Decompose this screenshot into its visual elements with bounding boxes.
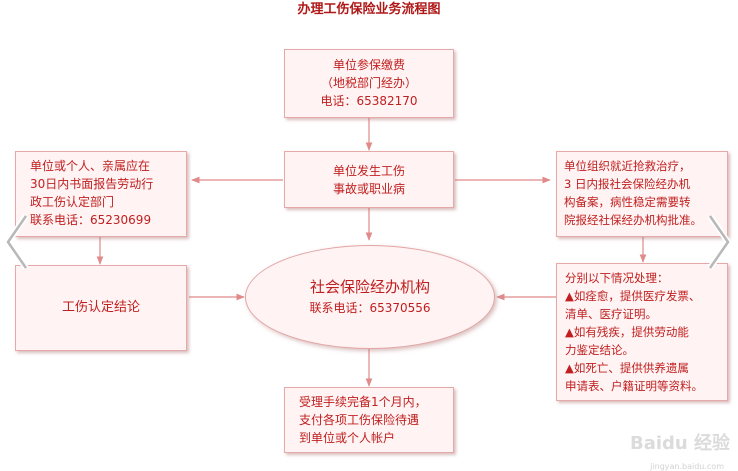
watermark-logo: Baidu 经验 xyxy=(629,433,730,454)
node-conclusion: 工伤认定结论 xyxy=(15,265,187,351)
node-payout-line-3: 到单位或个人帐户 xyxy=(299,431,396,445)
node-cases-line-7: 申请表、户籍证明等资料。 xyxy=(565,379,703,393)
prev-chevron-icon[interactable] xyxy=(4,212,30,272)
node-cases-line-3: 清单、医疗证明。 xyxy=(565,307,657,321)
node-treat-line-2: 3 日内报社会保险经办机 xyxy=(564,177,690,191)
node-report-line-1: 单位或个人、亲属应在 xyxy=(30,159,151,173)
node-cases-line-2: ▲如痊愈，提供医疗发票、 xyxy=(565,289,701,303)
page-title: 办理工伤保险业务流程图 xyxy=(297,2,441,17)
node-payout-line-2: 支付各项工伤保险待遇 xyxy=(299,413,420,427)
node-cases-line-5: 力鉴定结论。 xyxy=(565,343,634,357)
node-treat: 单位组织就近抢救治疗， 3 日内报社会保险经办机 构备案，病性稳定需要转 院报经… xyxy=(556,151,728,237)
node-injury-line-1: 单位发生工伤 xyxy=(332,164,405,178)
node-pay-line-1: 单位参保缴费 xyxy=(332,58,405,72)
node-cases: 分别以下情况处理： ▲如痊愈，提供医疗发票、 清单、医疗证明。 ▲如有残疾，提供… xyxy=(556,263,728,401)
node-cases-line-6: ▲如死亡、提供供养遗属 xyxy=(565,361,689,375)
node-pay-line-2: （地税部门经办） xyxy=(320,76,417,90)
node-report-line-3: 政工伤认定部门 xyxy=(30,195,115,209)
node-injury-line-2: 事故或职业病 xyxy=(332,182,405,196)
node-report: 单位或个人、亲属应在 30日内书面报告劳动行 政工伤认定部门 联系电话：6523… xyxy=(15,151,187,237)
node-conclusion-line-1: 工伤认定结论 xyxy=(61,300,140,315)
node-pay-line-3: 电话：65382170 xyxy=(320,94,418,108)
node-agency: 社会保险经办机构 联系电话：65370556 xyxy=(245,245,495,349)
node-agency-line-1: 社会保险经办机构 xyxy=(309,278,430,296)
node-treat-line-4: 院报经社保经办机构批准。 xyxy=(564,213,702,227)
node-payout-line-1: 受理手续完备1个月内， xyxy=(299,395,427,409)
node-cases-line-4: ▲如有残疾，提供劳动能 xyxy=(565,325,689,339)
node-treat-line-1: 单位组织就近抢救治疗， xyxy=(564,159,691,173)
next-chevron-icon[interactable] xyxy=(706,212,732,272)
node-injury: 单位发生工伤 事故或职业病 xyxy=(284,151,454,208)
node-pay: 单位参保缴费 （地税部门经办） 电话：65382170 xyxy=(284,49,454,118)
node-report-line-2: 30日内书面报告劳动行 xyxy=(30,177,154,191)
node-treat-line-3: 构备案，病性稳定需要转 xyxy=(564,195,691,209)
node-payout: 受理手续完备1个月内， 支付各项工伤保险待遇 到单位或个人帐户 xyxy=(284,387,454,453)
watermark-url: jingyan.baidu.com xyxy=(650,462,724,471)
node-agency-line-2: 联系电话：65370556 xyxy=(309,301,431,315)
node-report-line-4: 联系电话：65230699 xyxy=(30,213,152,227)
node-cases-line-1: 分别以下情况处理： xyxy=(565,271,669,285)
